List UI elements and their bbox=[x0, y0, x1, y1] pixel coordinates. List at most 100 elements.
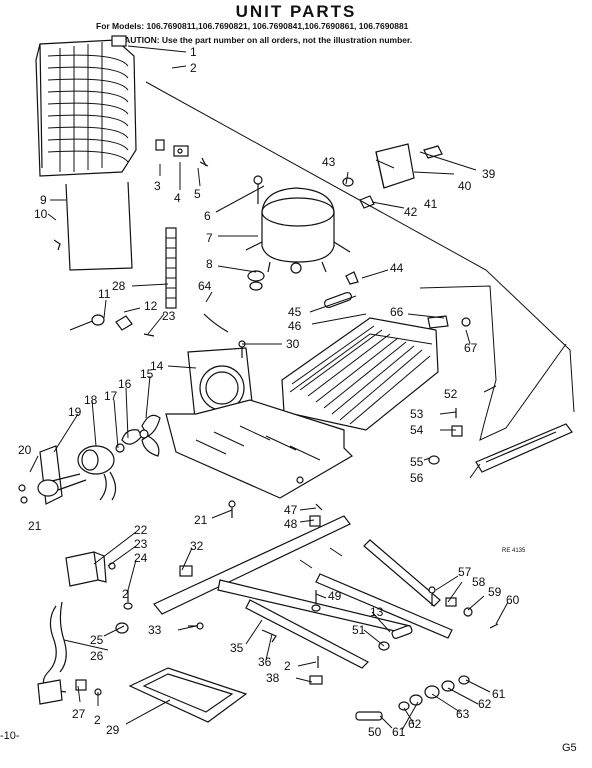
callout-7: 7 bbox=[206, 231, 213, 245]
callout-26: 26 bbox=[90, 649, 104, 663]
callout-32: 32 bbox=[190, 539, 204, 553]
callout-27: 27 bbox=[72, 707, 86, 721]
callout-64: 64 bbox=[198, 279, 212, 293]
callout-19: 19 bbox=[68, 405, 82, 419]
callout-6: 6 bbox=[204, 209, 211, 223]
clip-32 bbox=[179, 565, 193, 577]
callout-66: 66 bbox=[390, 305, 404, 319]
evaporator-coil bbox=[35, 35, 137, 177]
callout-24: 24 bbox=[134, 551, 148, 565]
callout-11: 11 bbox=[98, 287, 111, 301]
page-left-marker: -10- bbox=[0, 730, 20, 742]
callout-2: 2 bbox=[190, 61, 197, 75]
callout-62-right: 62 bbox=[478, 697, 492, 711]
callout-labels: 1 2 3 4 5 6 7 8 9 10 11 12 23 28 64 43 3… bbox=[18, 45, 520, 739]
heat-exchanger-line bbox=[419, 285, 567, 441]
drawing-stamp: RE 4135 bbox=[502, 548, 526, 554]
screw-6 bbox=[253, 175, 263, 204]
nut-17 bbox=[115, 443, 125, 453]
callout-60: 60 bbox=[506, 593, 520, 607]
caution-line: CAUTION: Use the part number on all orde… bbox=[118, 35, 413, 45]
callout-38: 38 bbox=[266, 671, 280, 685]
washer-2 bbox=[123, 602, 133, 610]
callout-10: 10 bbox=[34, 207, 48, 221]
fan-blade bbox=[121, 414, 161, 457]
callout-61-bottom: 61 bbox=[392, 725, 406, 739]
clip-44 bbox=[345, 271, 359, 285]
callout-1: 1 bbox=[190, 45, 197, 59]
screw-21-left bbox=[20, 496, 28, 504]
callout-21-center: 21 bbox=[194, 513, 208, 527]
callout-36: 36 bbox=[258, 655, 272, 669]
callout-29: 29 bbox=[106, 723, 120, 737]
callout-30: 30 bbox=[286, 337, 300, 351]
callout-12: 12 bbox=[144, 299, 158, 313]
callout-23-lower: 23 bbox=[134, 537, 148, 551]
part-13 bbox=[391, 625, 413, 639]
callout-67: 67 bbox=[464, 341, 478, 355]
drier-45 bbox=[324, 291, 352, 309]
callout-21-left: 21 bbox=[28, 519, 42, 533]
callout-54: 54 bbox=[410, 423, 424, 437]
callout-2-bottom: 2 bbox=[94, 713, 101, 727]
defrost-clips bbox=[155, 139, 209, 167]
callout-63: 63 bbox=[456, 707, 470, 721]
page-title: UNIT PARTS bbox=[235, 2, 357, 21]
screw-60 bbox=[489, 623, 499, 629]
bracket-28 bbox=[165, 227, 177, 309]
parts-47-48 bbox=[309, 503, 323, 527]
part-27 bbox=[75, 679, 87, 691]
callout-28: 28 bbox=[112, 279, 126, 293]
wire-64 bbox=[203, 313, 229, 333]
callout-49: 49 bbox=[328, 589, 342, 603]
callout-51: 51 bbox=[352, 623, 366, 637]
callout-23: 23 bbox=[162, 309, 176, 323]
screw-20 bbox=[18, 484, 26, 492]
callout-20: 20 bbox=[18, 443, 32, 457]
fan-motor bbox=[37, 445, 117, 505]
page-right-marker: G5 bbox=[562, 742, 577, 754]
part-38 bbox=[309, 675, 323, 685]
callout-57: 57 bbox=[458, 565, 472, 579]
callout-25: 25 bbox=[90, 633, 104, 647]
callout-53: 53 bbox=[410, 407, 424, 421]
models-line: For Models: 106.7690811,106.7690821, 106… bbox=[96, 21, 409, 31]
drain-pan bbox=[128, 667, 248, 723]
callout-43: 43 bbox=[322, 155, 336, 169]
screw-57 bbox=[428, 586, 436, 594]
callout-59: 59 bbox=[488, 585, 502, 599]
callout-3: 3 bbox=[154, 179, 161, 193]
callout-55: 55 bbox=[410, 455, 424, 469]
callout-62-bottom: 62 bbox=[408, 717, 422, 731]
callout-16: 16 bbox=[118, 377, 132, 391]
defrost-heater bbox=[53, 181, 133, 271]
screw-49 bbox=[311, 590, 321, 612]
callout-2-left: 2 bbox=[122, 587, 129, 601]
callout-13: 13 bbox=[370, 605, 384, 619]
callout-44: 44 bbox=[390, 261, 404, 275]
power-cord bbox=[37, 601, 67, 705]
callout-9: 9 bbox=[40, 193, 47, 207]
callout-42: 42 bbox=[404, 205, 418, 219]
screw-21-center bbox=[228, 500, 236, 518]
callout-56: 56 bbox=[410, 471, 424, 485]
part-58 bbox=[445, 597, 457, 607]
callout-4: 4 bbox=[174, 191, 181, 205]
callout-5: 5 bbox=[194, 187, 201, 201]
callout-47: 47 bbox=[284, 503, 298, 517]
compressor bbox=[245, 187, 351, 274]
callout-22: 22 bbox=[134, 523, 148, 537]
callout-46: 46 bbox=[288, 319, 302, 333]
part-59 bbox=[463, 607, 473, 617]
control-box-22 bbox=[65, 551, 107, 587]
thermostat-parts bbox=[69, 314, 155, 337]
callout-8: 8 bbox=[206, 257, 213, 271]
leader-lines bbox=[29, 45, 509, 731]
grommet-8 bbox=[247, 270, 265, 291]
callout-52: 52 bbox=[444, 387, 458, 401]
callout-48: 48 bbox=[284, 517, 298, 531]
callout-58: 58 bbox=[472, 575, 486, 589]
screw-23 bbox=[108, 562, 116, 570]
suction-line bbox=[145, 81, 575, 413]
